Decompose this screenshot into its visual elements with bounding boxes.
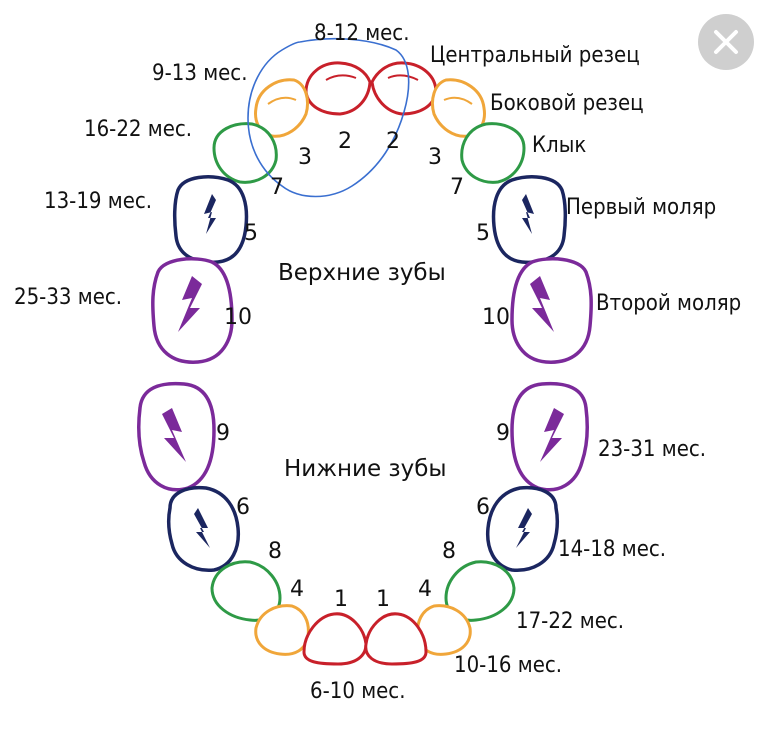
upper-central-age-label: 8-12 мес. [314,21,409,46]
order-lower-right-second-molar: 9 [496,421,510,446]
first-molar-label: Первый моляр [566,195,716,220]
upper-left-canine [212,122,278,184]
order-upper-right-lateral: 3 [428,145,442,170]
upper-right-first-molar [491,175,568,265]
lower-right-lateral-incisor [416,604,472,656]
lower-left-first-molar [166,485,241,572]
lower-canine-age-label: 17-22 мес. [516,609,624,634]
order-upper-right-first-molar: 5 [476,221,490,246]
lower-lateral-age-label: 10-16 мес. [454,653,562,678]
order-upper-left-canine: 7 [270,175,284,200]
lower-right-first-molar [485,485,560,572]
lower-left-lateral-incisor [254,604,310,656]
upper-canine-age-label: 16-22 мес. [84,117,192,142]
order-upper-right-canine: 7 [450,175,464,200]
upper-right-central-incisor [370,61,438,116]
close-icon [714,30,738,54]
lower-left-central-incisor [302,612,368,666]
lower-left-second-molar [137,381,216,492]
lower-second-molar-age-label: 23-31 мес. [598,437,706,462]
order-lower-right-lateral: 4 [418,577,432,602]
order-upper-right-second-molar: 10 [482,305,510,330]
order-upper-left-second-molar: 10 [224,305,252,330]
upper-first-molar-age-label: 13-19 мес. [44,189,152,214]
order-lower-left-lateral: 4 [290,577,304,602]
lower-right-central-incisor [364,612,428,666]
lateral-incisor-label: Боковой резец [490,91,644,116]
hand-drawn-circle-annotation [247,37,410,198]
lower-left-canine [210,560,282,622]
order-lower-left-central: 1 [334,587,348,612]
upper-right-lateral-incisor [431,78,486,138]
upper-left-central-incisor [304,61,372,116]
lower-central-age-label: 6-10 мес. [310,679,405,704]
second-molar-label: Второй моляр [596,291,741,316]
upper-right-second-molar [510,257,593,364]
central-incisor-label: Центральный резец [430,43,640,68]
order-lower-right-central: 1 [376,587,390,612]
order-lower-right-canine: 8 [442,539,456,564]
lower-teeth-title: Нижние зубы [284,456,447,482]
upper-right-canine [460,122,526,184]
order-upper-left-central: 2 [338,129,352,154]
upper-second-molar-age-label: 25-33 мес. [14,285,122,310]
upper-lateral-age-label: 9-13 мес. [152,61,247,86]
upper-teeth-title: Верхние зубы [278,260,446,286]
order-lower-left-canine: 8 [268,539,282,564]
lower-first-molar-age-label: 14-18 мес. [558,537,666,562]
order-lower-left-first-molar: 6 [236,495,250,520]
canine-label: Клык [532,133,586,158]
order-lower-left-second-molar: 9 [216,421,230,446]
order-lower-right-first-molar: 6 [476,495,490,520]
close-button[interactable] [698,14,754,70]
order-upper-right-central: 2 [386,129,400,154]
order-upper-left-first-molar: 5 [244,221,258,246]
lower-right-second-molar [510,381,589,492]
order-upper-left-lateral: 3 [298,145,312,170]
